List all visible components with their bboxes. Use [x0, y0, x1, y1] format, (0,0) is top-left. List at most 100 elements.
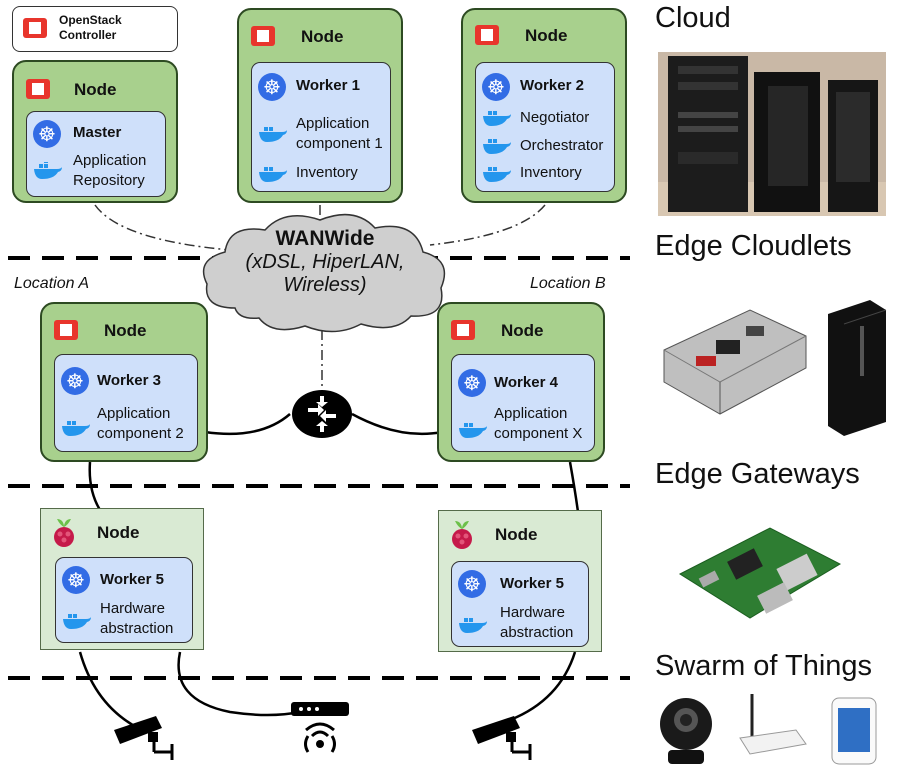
docker-icon — [259, 167, 287, 182]
security-camera-icon — [114, 716, 174, 760]
cloudlet-hardware-photo — [663, 300, 887, 436]
node-title: Node — [97, 523, 140, 542]
worker-title: Worker 5 — [100, 571, 164, 588]
docker-icon — [62, 421, 90, 436]
raspberry-pi-icon — [452, 521, 472, 549]
worker-item: abstraction — [500, 624, 574, 641]
worker-item: component X — [494, 425, 583, 442]
link-router-worker4 — [351, 412, 443, 436]
link-worker3-router — [204, 413, 291, 436]
worker-box-4: ☸ Worker 4 Application component X — [451, 354, 595, 452]
worker-title: Master — [73, 124, 122, 141]
link-gw5b-camera — [509, 651, 577, 722]
worker-item: Application — [97, 405, 171, 422]
tier-label-edge-cloudlets: Edge Cloudlets — [655, 230, 852, 262]
docker-icon — [63, 614, 91, 629]
wan-line2: (xDSL, HiperLAN, — [245, 251, 405, 273]
worker-item: Application — [494, 405, 568, 422]
kubernetes-icon: ☸ — [258, 73, 286, 101]
worker-box-2: ☸ Worker 2 Negotiator Orchestrator Inven… — [475, 62, 615, 192]
node-gateway-b: Node ☸ Worker 5 Hardware abstraction — [438, 510, 602, 652]
docker-icon — [34, 162, 62, 179]
docker-icon — [459, 618, 487, 633]
worker-box-master: ☸ Master Application Repository — [26, 111, 166, 197]
worker-title: Worker 2 — [520, 77, 584, 94]
openstack-icon — [23, 18, 47, 38]
worker-item: Inventory — [520, 164, 582, 181]
node-title: Node — [495, 525, 538, 544]
worker-box-5b: ☸ Worker 5 Hardware abstraction — [451, 561, 589, 647]
wan-line3: Wireless) — [283, 274, 367, 296]
worker-item: Inventory — [296, 164, 358, 181]
node-title: Node — [525, 26, 568, 45]
worker-item: abstraction — [100, 620, 174, 637]
docker-icon — [483, 167, 511, 182]
worker-item: Orchestrator — [520, 137, 604, 154]
link-gw5a-ap — [177, 651, 301, 717]
openstack-icon — [54, 320, 78, 340]
tier-label-cloud: Cloud — [655, 2, 731, 34]
openstack-icon — [451, 320, 475, 340]
node-master: Node ☸ Master Application Repository — [12, 60, 178, 203]
worker-item: Application — [296, 115, 370, 132]
link-worker4-gw5b — [568, 461, 580, 513]
iot-devices-photo — [660, 694, 877, 765]
worker-item: Repository — [73, 172, 145, 189]
tier-label-swarm-of-things: Swarm of Things — [655, 650, 873, 682]
kubernetes-icon: ☸ — [482, 73, 510, 101]
controller-line1: OpenStack — [59, 13, 122, 27]
link-worker3-gw5a — [88, 461, 102, 511]
raspberry-pi-board-photo — [678, 527, 842, 619]
worker-item: component 2 — [97, 425, 184, 442]
location-b-label: Location B — [530, 275, 606, 292]
kubernetes-icon: ☸ — [61, 367, 89, 395]
kubernetes-icon: ☸ — [458, 570, 486, 598]
server-racks-photo — [658, 52, 886, 216]
node-worker2: Node ☸ Worker 2 Negotiator Orchestrator … — [461, 8, 627, 203]
openstack-controller: OpenStack Controller — [12, 6, 178, 52]
openstack-icon — [251, 26, 275, 46]
kubernetes-icon: ☸ — [458, 369, 486, 397]
wan-link-master — [94, 204, 231, 251]
worker-title: Worker 4 — [494, 374, 558, 391]
raspberry-pi-icon — [54, 519, 74, 547]
node-title: Node — [501, 321, 544, 340]
tier-label-edge-gateways: Edge Gateways — [655, 458, 860, 490]
wireless-access-point-icon — [291, 702, 349, 753]
wan-cloud — [202, 213, 446, 333]
controller-line2: Controller — [59, 28, 117, 42]
wan-title: WANWide — [275, 227, 375, 250]
worker-box-1: ☸ Worker 1 Application component 1 Inven… — [251, 62, 391, 192]
openstack-icon — [475, 25, 499, 45]
node-title: Node — [301, 27, 344, 46]
node-title: Node — [74, 80, 117, 99]
worker-item: Application — [73, 152, 147, 169]
node-title: Node — [104, 321, 147, 340]
wan-link-worker2 — [429, 204, 546, 246]
worker-title: Worker 1 — [296, 77, 360, 94]
node-worker4: Node ☸ Worker 4 Application component X — [437, 302, 605, 462]
docker-icon — [459, 423, 487, 438]
worker-title: Worker 3 — [97, 372, 161, 389]
worker-item: component 1 — [296, 135, 383, 152]
worker-item: Negotiator — [520, 109, 590, 126]
docker-icon — [483, 139, 511, 154]
node-gateway-a: Node ☸ Worker 5 Hardware abstraction — [40, 508, 204, 650]
node-worker3: Node ☸ Worker 3 Application component 2 — [40, 302, 208, 462]
node-worker1: Node ☸ Worker 1 Application component 1 … — [237, 8, 403, 203]
worker-box-3: ☸ Worker 3 Application component 2 — [54, 354, 198, 452]
worker-item: Hardware — [100, 600, 166, 617]
kubernetes-icon: ☸ — [62, 566, 90, 594]
worker-title: Worker 5 — [500, 575, 564, 592]
openstack-icon — [26, 79, 50, 99]
wan-cloud-label: WANWide (xDSL, HiperLAN, Wireless) — [215, 227, 435, 297]
security-camera-icon — [472, 716, 532, 760]
docker-icon — [259, 127, 287, 142]
location-a-label: Location A — [14, 275, 90, 292]
worker-box-5a: ☸ Worker 5 Hardware abstraction — [55, 557, 193, 643]
worker-item: Hardware — [500, 604, 566, 621]
kubernetes-icon: ☸ — [33, 120, 61, 148]
link-gw5a-camera — [78, 651, 139, 730]
router-icon — [292, 390, 352, 438]
